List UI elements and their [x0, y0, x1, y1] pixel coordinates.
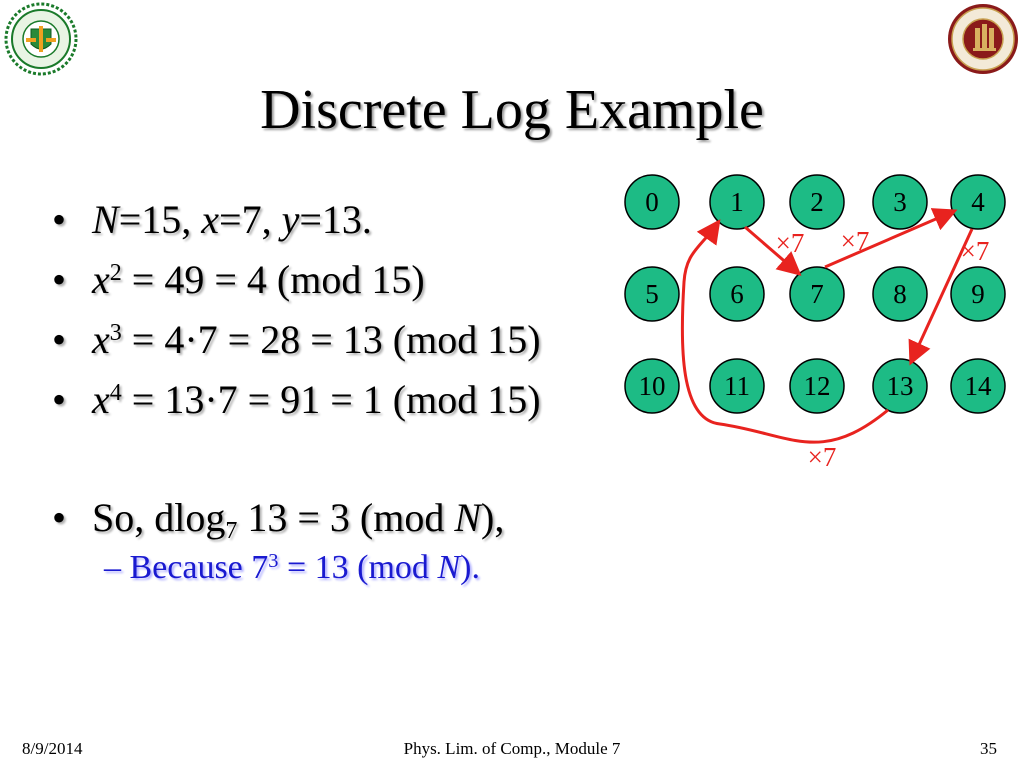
bullet-text: So, dlog7 13 = 3 (mod N),	[92, 495, 505, 545]
sub-bullet-because: – Because 73 = 13 (mod N).	[104, 549, 480, 586]
bullet-marker: •	[52, 257, 67, 302]
node-label: 5	[645, 279, 659, 309]
node-0: 0	[624, 174, 680, 230]
node-label: 14	[965, 371, 993, 401]
footer-page-number: 35	[980, 739, 997, 758]
fsu-seal-icon	[948, 4, 1018, 74]
bullet-marker: •	[52, 317, 67, 362]
node-circle	[950, 358, 1006, 414]
node-circle	[950, 174, 1006, 230]
node-label: 10	[639, 371, 666, 401]
node-circle	[624, 266, 680, 322]
edge-1-to-7	[744, 225, 802, 276]
node-circle	[624, 174, 680, 230]
node-4: 4	[950, 174, 1006, 230]
node-label: 7	[810, 279, 824, 309]
bullet-text: x3 = 4·7 = 28 = 13 (mod 15)	[92, 317, 541, 362]
node-2: 2	[789, 174, 845, 230]
node-11: 11	[709, 358, 765, 414]
node-5: 5	[624, 266, 680, 322]
node-circle	[709, 174, 765, 230]
node-circle	[789, 358, 845, 414]
node-label: 1	[730, 187, 744, 217]
bullet-text: x4 = 13·7 = 91 = 1 (mod 15)	[92, 377, 541, 422]
footer-date: 8/9/2014	[22, 739, 83, 758]
node-circle	[789, 266, 845, 322]
node-7: 7	[789, 266, 845, 322]
footer-course: Phys. Lim. of Comp., Module 7	[403, 739, 621, 758]
edge-label: ×7	[841, 226, 870, 256]
node-1: 1	[709, 174, 765, 230]
bullet-marker: •	[52, 377, 67, 422]
bullet-text: x2 = 49 = 4 (mod 15)	[92, 257, 425, 302]
edge-label: ×7	[808, 442, 837, 472]
node-circle	[872, 266, 928, 322]
bullet-text: N=15, x=7, y=13.	[92, 197, 372, 242]
node-circle	[709, 358, 765, 414]
node-label: 0	[645, 187, 659, 217]
node-label: 3	[893, 187, 907, 217]
edge-label: ×7	[776, 228, 805, 258]
slide-title: Discrete Log Example	[260, 79, 764, 141]
node-label: 4	[971, 187, 985, 217]
node-13: 13	[872, 358, 928, 414]
edge-7-to-4	[824, 208, 958, 269]
node-label: 12	[804, 371, 831, 401]
node-3: 3	[872, 174, 928, 230]
node-label: 13	[887, 371, 914, 401]
node-circle	[624, 358, 680, 414]
node-14: 14	[950, 358, 1006, 414]
node-12: 12	[789, 358, 845, 414]
node-label: 11	[724, 371, 750, 401]
famu-seal-icon	[4, 2, 78, 76]
node-label: 6	[730, 279, 744, 309]
edge-4-to-13	[908, 228, 974, 366]
node-9: 9	[950, 266, 1006, 322]
node-circle	[709, 266, 765, 322]
node-label: 8	[893, 279, 907, 309]
node-circle	[789, 174, 845, 230]
edge-13-to-1	[680, 219, 889, 444]
bullet-marker: •	[52, 495, 67, 540]
edge-label: ×7	[961, 236, 990, 266]
node-label: 2	[810, 187, 824, 217]
node-circle	[950, 266, 1006, 322]
node-label: 9	[971, 279, 985, 309]
bullet-marker: •	[52, 197, 67, 242]
node-circle	[872, 358, 928, 414]
node-10: 10	[624, 358, 680, 414]
node-8: 8	[872, 266, 928, 322]
node-circle	[872, 174, 928, 230]
node-6: 6	[709, 266, 765, 322]
